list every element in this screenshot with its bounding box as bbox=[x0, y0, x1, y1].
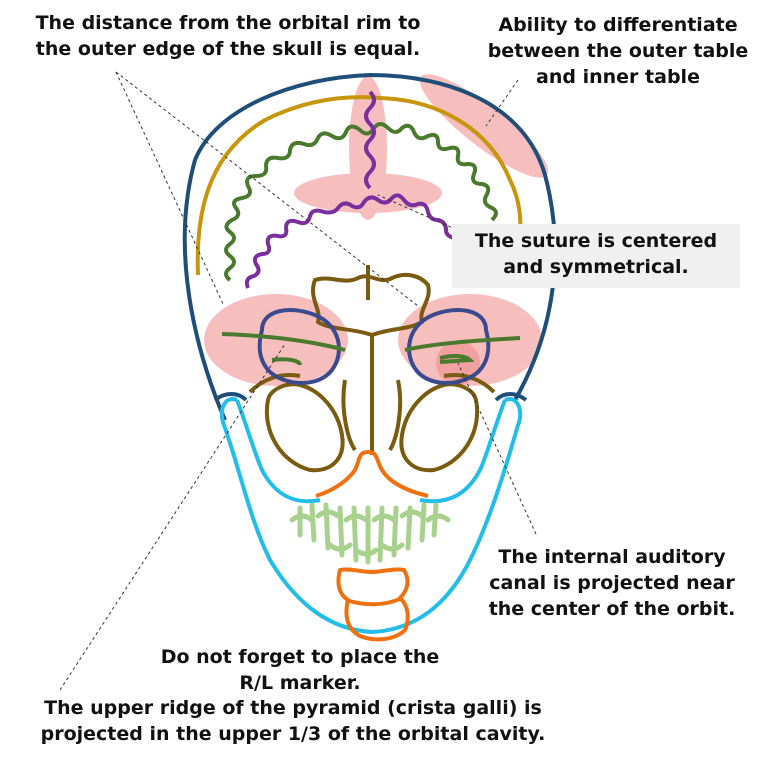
label-line: and symmetrical. bbox=[503, 256, 689, 278]
right-orbit bbox=[257, 308, 341, 385]
leader-lines bbox=[59, 71, 537, 691]
outer-inner-table-highlight bbox=[419, 74, 549, 178]
label-suture: The suture is centered and symmetrical. bbox=[452, 224, 740, 288]
label-internal-auditory-canal: The internal auditory canal is projected… bbox=[470, 544, 754, 622]
sagittal-suture bbox=[244, 90, 455, 289]
label-line: between the outer table bbox=[487, 40, 749, 62]
label-rl-marker: Do not forget to place the R/L marker. bbox=[120, 644, 480, 696]
orbits bbox=[257, 308, 491, 385]
inner-table bbox=[195, 95, 523, 276]
leader-pyramid bbox=[59, 343, 286, 691]
mastoid-outline bbox=[213, 392, 528, 402]
label-line: R/L marker. bbox=[239, 672, 361, 694]
pyramid-ridges bbox=[221, 332, 521, 366]
right-orbit-highlight bbox=[204, 294, 348, 386]
chin bbox=[336, 567, 410, 642]
label-line: The internal auditory bbox=[498, 546, 726, 568]
leader-distance-right bbox=[115, 71, 419, 307]
leader-distance-left bbox=[115, 71, 225, 307]
label-line: and inner table bbox=[536, 66, 700, 88]
label-rim-distance: The distance from the orbital rim to the… bbox=[8, 10, 448, 62]
label-line: The upper ridge of the pyramid (crista g… bbox=[44, 697, 542, 719]
coronal-suture bbox=[224, 122, 498, 282]
label-line: canal is projected near bbox=[489, 572, 735, 594]
teeth bbox=[289, 502, 451, 565]
mandible bbox=[219, 397, 523, 634]
label-line: The suture is centered bbox=[474, 230, 718, 252]
left-orbit bbox=[407, 308, 491, 385]
label-line: projected in the upper 1/3 of the orbita… bbox=[40, 723, 546, 745]
label-line: Ability to differentiate bbox=[498, 14, 738, 36]
leader-iac bbox=[457, 362, 537, 535]
label-line: the outer edge of the skull is equal. bbox=[35, 38, 421, 60]
label-line: Do not forget to place the bbox=[160, 646, 440, 668]
label-line: The distance from the orbital rim to bbox=[35, 12, 421, 34]
label-outer-inner-table: Ability to differentiate between the out… bbox=[468, 12, 759, 90]
label-line: the center of the orbit. bbox=[488, 598, 736, 620]
maxilla-edge bbox=[315, 450, 429, 642]
label-pyramid-ridge: The upper ridge of the pyramid (crista g… bbox=[8, 695, 578, 747]
